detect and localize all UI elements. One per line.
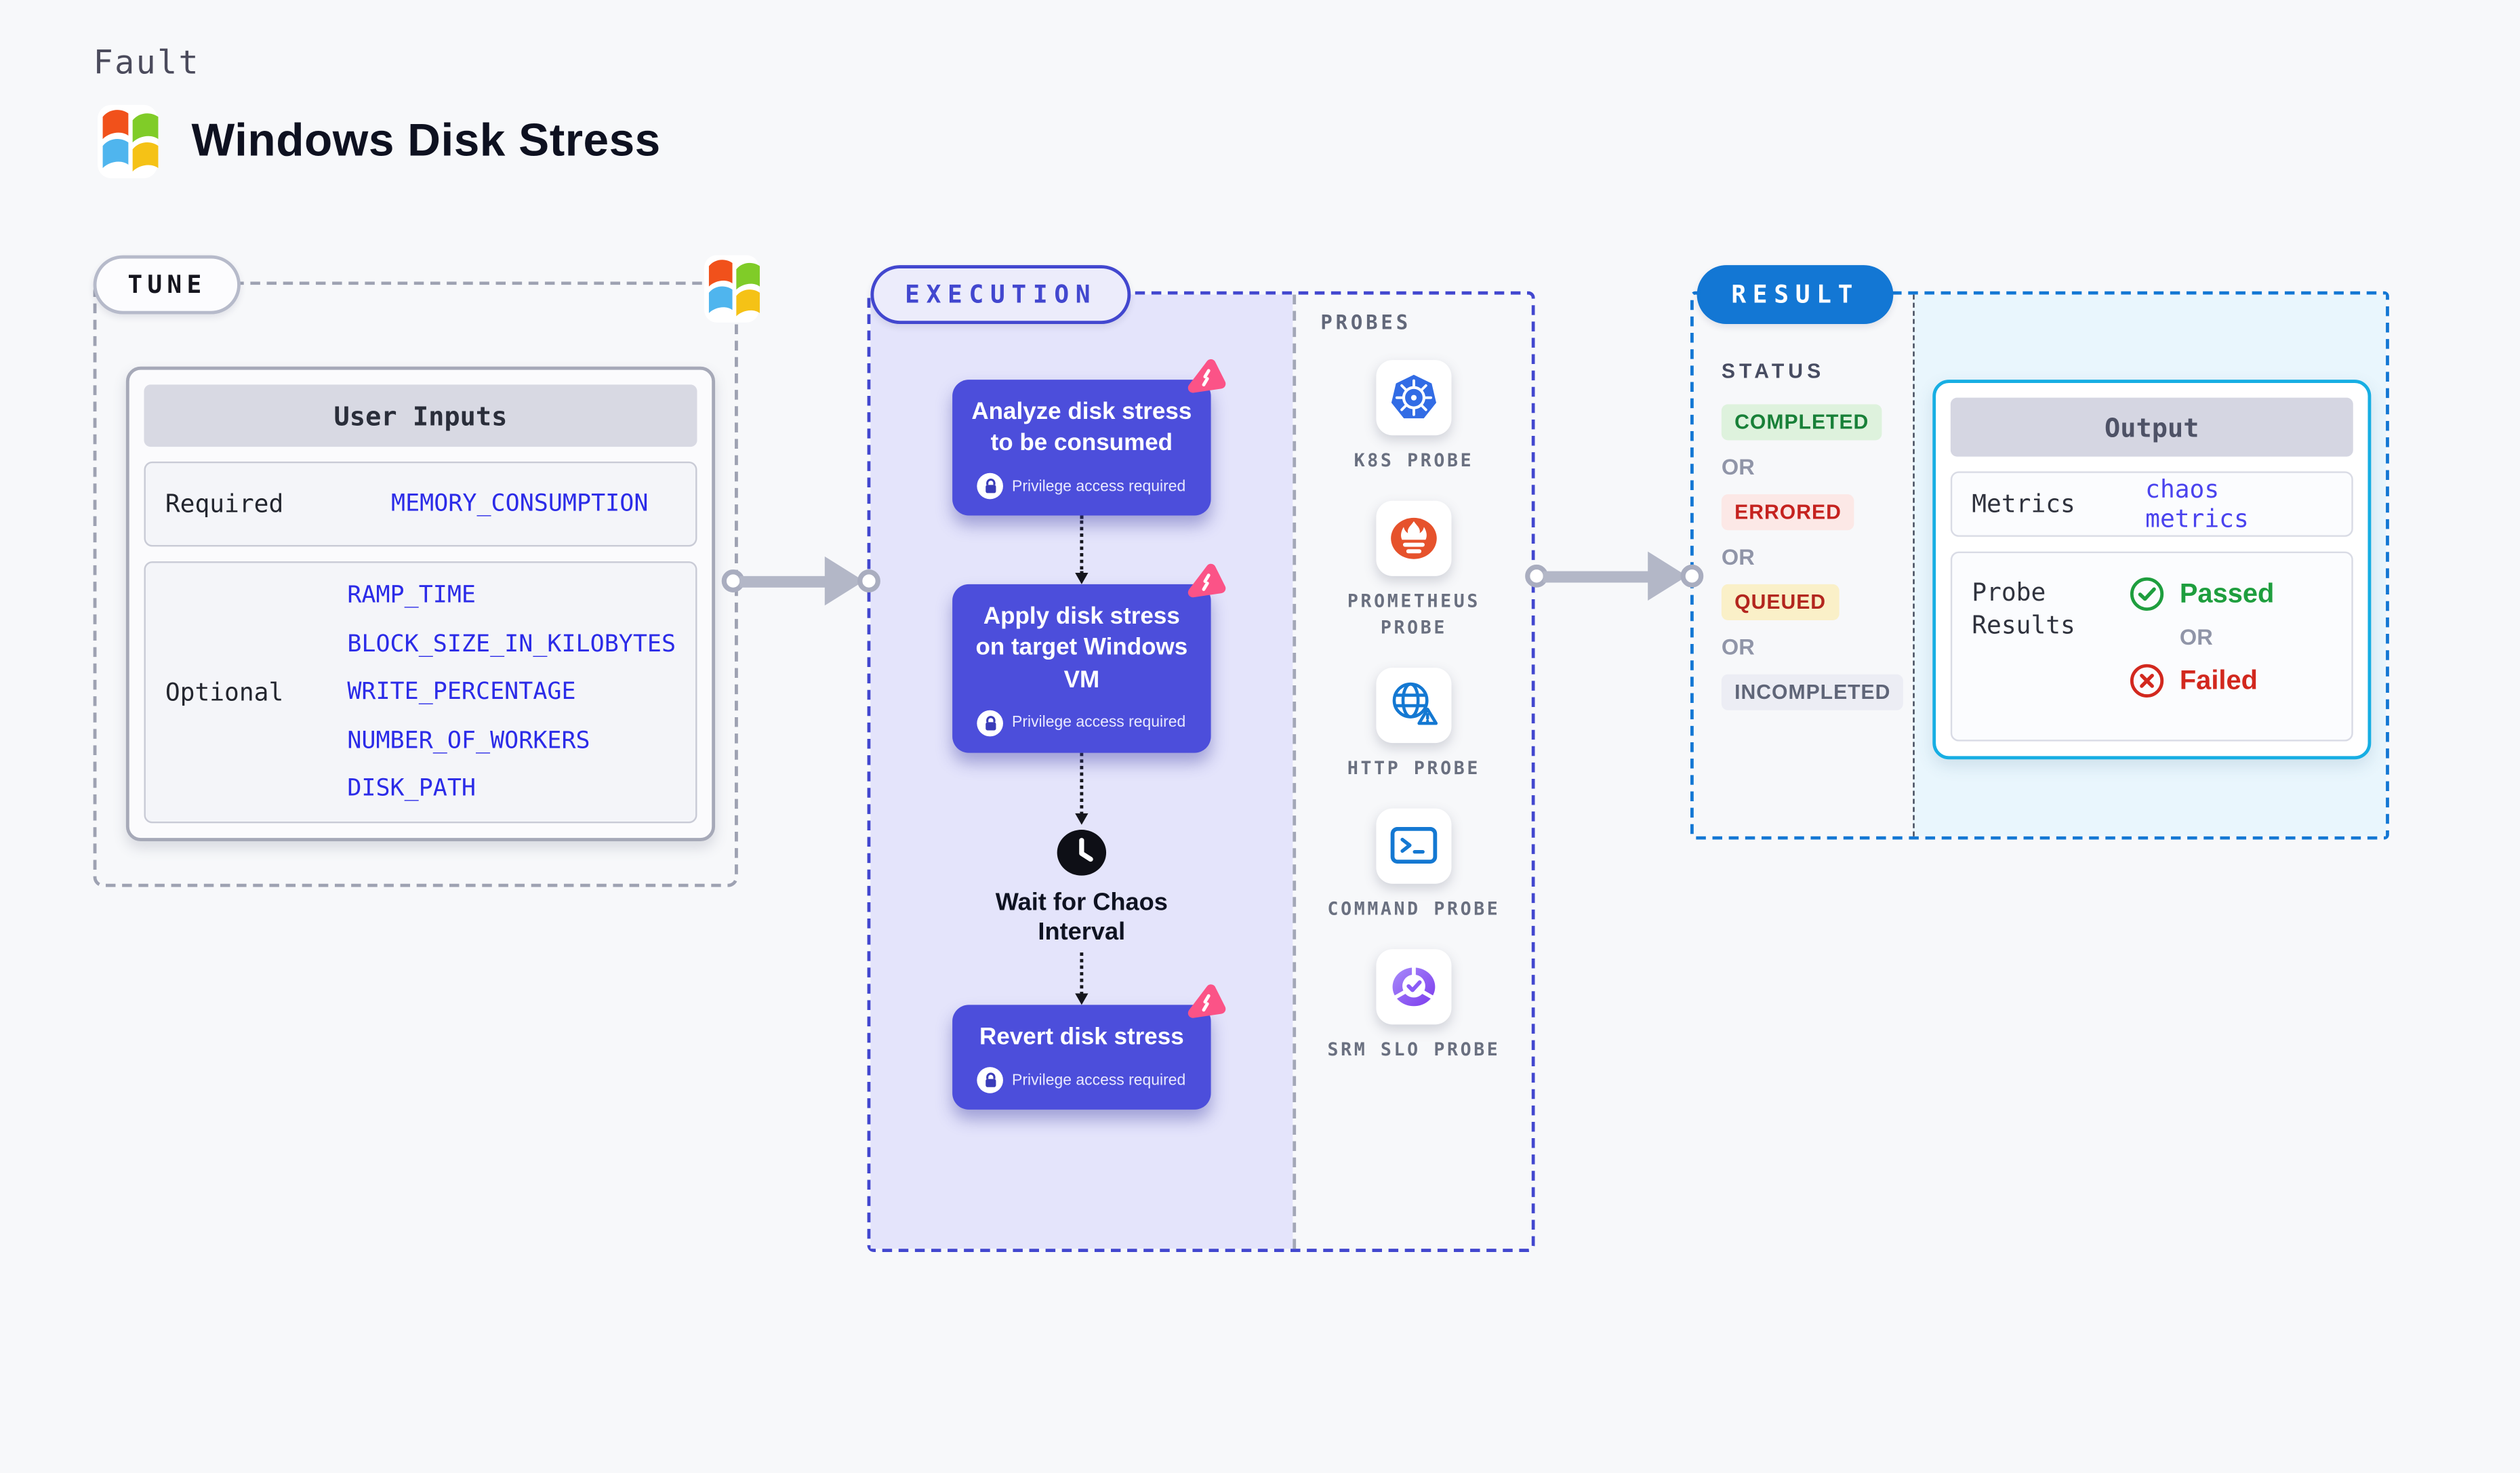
- param-value: MEMORY_CONSUMPTION: [391, 491, 649, 517]
- wait-node: Wait for Chaos Interval: [974, 828, 1190, 950]
- privilege-note: Privilege access required: [1012, 713, 1186, 732]
- probe-http: HTTP PROBE: [1347, 667, 1480, 782]
- connector-line: [739, 575, 830, 587]
- metrics-label: Metrics: [1972, 489, 2075, 519]
- privilege-note: Privilege access required: [1012, 1071, 1186, 1090]
- status-output-divider: [1913, 294, 1915, 836]
- user-inputs-header: User Inputs: [144, 384, 697, 447]
- result-badge: RESULT: [1696, 265, 1894, 325]
- param-value: WRITE_PERCENTAGE: [347, 679, 576, 706]
- table-row-optional: Optional RAMP_TIME BLOCK_SIZE_IN_KILOBYT…: [144, 561, 697, 824]
- failed-label: Failed: [2179, 665, 2258, 695]
- probe-label: K8S PROBE: [1354, 449, 1474, 472]
- probe-icon-card: [1376, 948, 1452, 1024]
- user-inputs-table: User Inputs Required MEMORY_CONSUMPTION …: [125, 366, 716, 841]
- step-analyze-disk-stress: Analyze disk stress to be consumed Privi…: [952, 359, 1226, 517]
- lock-icon: [977, 473, 1004, 500]
- probes-panel: PROBES K8S PROBE: [1293, 294, 1531, 1249]
- probe-k8s: K8S PROBE: [1354, 360, 1474, 475]
- param-value: BLOCK_SIZE_IN_KILOBYTES: [347, 630, 676, 658]
- probe-results-label: Probe Results: [1972, 578, 2075, 641]
- execution-badge: EXECUTION: [870, 265, 1131, 325]
- status-badge-errored: ERRORED: [1721, 494, 1855, 531]
- probe-command: COMMAND PROBE: [1327, 808, 1500, 923]
- row-label: Required: [165, 489, 284, 519]
- clock-icon: [1057, 829, 1107, 875]
- windows-logo: [98, 104, 159, 179]
- lock-icon: [977, 709, 1004, 736]
- metrics-row: Metrics chaos metrics: [1950, 471, 2353, 537]
- status-badge-queued: QUEUED: [1721, 584, 1840, 621]
- x-circle-icon: [2130, 664, 2164, 698]
- litmus-chaos-icon: [1187, 984, 1226, 1018]
- lock-icon: [977, 1067, 1004, 1094]
- probe-label: PROMETHEUS PROBE: [1347, 590, 1480, 639]
- execution-steps-lane: Analyze disk stress to be consumed Privi…: [870, 294, 1293, 1249]
- kubernetes-icon: [1391, 374, 1436, 419]
- probe-label: HTTP PROBE: [1347, 757, 1480, 779]
- status-badge-completed: COMPLETED: [1721, 404, 1882, 441]
- or-label: OR: [2179, 625, 2213, 650]
- prometheus-icon: [1391, 517, 1437, 559]
- page-header: Fault Windows Disk Stress: [94, 43, 661, 180]
- probe-icon-card: [1376, 500, 1452, 576]
- execution-section: EXECUTION Analyze disk stress to be cons…: [867, 265, 1535, 1252]
- page-title: Windows Disk Stress: [191, 115, 661, 165]
- flow-arrow-execution-to-result: [1525, 551, 1704, 601]
- flow-connector: [1075, 952, 1089, 1005]
- connector-line: [1543, 570, 1653, 582]
- tune-section: TUNE User Inputs Required MEMORY_CONSUMP…: [93, 255, 760, 887]
- probe-prometheus: PROMETHEUS PROBE: [1318, 500, 1511, 641]
- step-title: Apply disk stress on target Windows VM: [975, 604, 1188, 693]
- privilege-note: Privilege access required: [1012, 477, 1186, 496]
- flow-connector: [1075, 516, 1089, 585]
- step-title: Revert disk stress: [979, 1024, 1184, 1051]
- status-title: STATUS: [1721, 360, 1825, 383]
- probe-label: COMMAND PROBE: [1327, 897, 1501, 920]
- metrics-value: chaos metrics: [2145, 475, 2249, 534]
- litmus-chaos-icon: [1187, 564, 1226, 598]
- table-row-required: Required MEMORY_CONSUMPTION: [144, 461, 697, 547]
- fault-kind-label: Fault: [93, 42, 201, 82]
- litmus-chaos-icon: [1187, 359, 1226, 393]
- terminal-icon: [1390, 826, 1438, 864]
- srm-slo-icon: [1392, 965, 1436, 1006]
- probe-icon-card: [1376, 360, 1452, 436]
- flow-arrow-tune-to-execution: [721, 556, 880, 606]
- param-value: DISK_PATH: [347, 775, 476, 803]
- probe-icon-card: [1376, 667, 1452, 743]
- connector-ring: [857, 569, 880, 592]
- status-column: STATUS COMPLETED OR ERRORED OR QUEUED OR…: [1694, 295, 1913, 836]
- tune-badge: TUNE: [93, 255, 241, 315]
- or-label: OR: [1721, 634, 1755, 660]
- or-label: OR: [1721, 455, 1755, 480]
- param-value: NUMBER_OF_WORKERS: [347, 727, 590, 754]
- output-header: Output: [1950, 397, 2353, 457]
- flow-connector: [1075, 752, 1089, 824]
- output-table: Output Metrics chaos metrics Probe Resul…: [1932, 380, 2372, 760]
- probe-label: SRM SLO PROBE: [1327, 1038, 1501, 1060]
- probe-srm-slo: SRM SLO PROBE: [1327, 948, 1501, 1064]
- or-label: OR: [1721, 544, 1755, 570]
- wait-label: Wait for Chaos Interval: [995, 888, 1168, 947]
- step-title: Analyze disk stress to be consumed: [971, 399, 1192, 457]
- param-value: RAMP_TIME: [347, 582, 476, 609]
- result-section: RESULT STATUS COMPLETED OR ERRORED OR QU…: [1690, 265, 2389, 840]
- row-label: Optional: [165, 677, 284, 707]
- probes-title: PROBES: [1320, 310, 1411, 334]
- step-apply-disk-stress: Apply disk stress on target Windows VM P…: [952, 564, 1226, 752]
- passed-label: Passed: [2179, 578, 2275, 608]
- probe-results-row: Probe Results Passed OR: [1950, 551, 2353, 742]
- http-globe-icon: [1392, 682, 1438, 725]
- connector-ring: [1680, 564, 1704, 588]
- probe-icon-card: [1376, 808, 1452, 884]
- step-revert-disk-stress: Revert disk stress Privilege access requ…: [952, 984, 1226, 1110]
- windows-logo-small: [704, 255, 760, 323]
- check-circle-icon: [2130, 577, 2164, 611]
- status-badge-incompleted: INCOMPLETED: [1721, 674, 1904, 710]
